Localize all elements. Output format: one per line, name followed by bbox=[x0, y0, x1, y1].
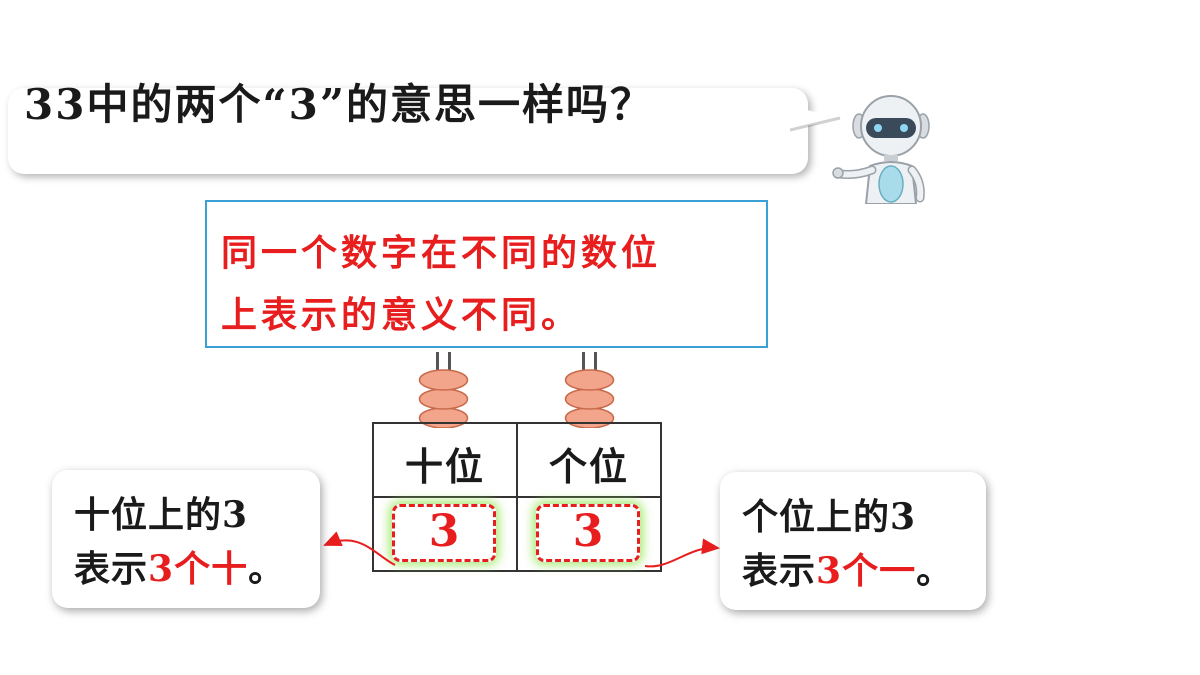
ones-rod bbox=[564, 352, 615, 428]
conclusion-text: 同一个数字在不同的数位 上表示的意义不同。 bbox=[221, 222, 761, 346]
robot-icon bbox=[832, 95, 930, 204]
question-text: 33中的两个“3”的意思一样吗？ bbox=[24, 80, 654, 129]
tens-explanation-text: 十位上的3 表示3个十。 bbox=[74, 488, 314, 596]
abacus-bead bbox=[418, 388, 469, 410]
ones-bead-group bbox=[564, 369, 615, 428]
tens-line2-suffix: 。 bbox=[248, 548, 286, 590]
ones-line2-highlight: 3个一 bbox=[816, 550, 917, 592]
ones-explanation-line-2: 表示3个一。 bbox=[742, 544, 982, 598]
ones-explanation-line-1: 个位上的3 bbox=[742, 496, 917, 538]
ones-line2-prefix: 表示 bbox=[742, 550, 817, 592]
ones-explanation-text: 个位上的3 表示3个一。 bbox=[742, 490, 982, 598]
speech-bubble-tail bbox=[790, 106, 841, 132]
conclusion-line-1: 同一个数字在不同的数位 bbox=[221, 232, 662, 274]
ones-explanation-card: 个位上的3 表示3个一。 bbox=[720, 472, 986, 610]
tens-explanation-line-2: 表示3个十。 bbox=[74, 542, 314, 596]
speech-bubble bbox=[8, 88, 808, 174]
ones-digit: 3 bbox=[536, 504, 640, 562]
ones-line2-suffix: 。 bbox=[916, 550, 954, 592]
abacus-bead bbox=[564, 388, 615, 410]
tens-line2-prefix: 表示 bbox=[74, 548, 149, 590]
abacus-bead bbox=[418, 369, 469, 391]
abacus-bead bbox=[564, 369, 615, 391]
tens-line2-highlight: 3个十 bbox=[148, 548, 249, 590]
conclusion-box: 同一个数字在不同的数位 上表示的意义不同。 bbox=[205, 200, 768, 348]
tens-header: 十位 bbox=[404, 444, 485, 489]
abacus-beads bbox=[418, 352, 615, 428]
ones-header: 个位 bbox=[548, 444, 629, 489]
tens-explanation-line-1: 十位上的3 bbox=[74, 494, 249, 536]
table-divider-horizontal bbox=[374, 496, 660, 498]
tens-bead-group bbox=[418, 369, 469, 428]
tens-rod bbox=[418, 352, 469, 428]
tens-digit: 3 bbox=[392, 504, 496, 562]
tens-explanation-card: 十位上的3 表示3个十。 bbox=[52, 470, 320, 608]
place-value-table: 十位 个位 3 3 bbox=[372, 422, 662, 572]
conclusion-line-2: 上表示的意义不同。 bbox=[221, 294, 582, 336]
